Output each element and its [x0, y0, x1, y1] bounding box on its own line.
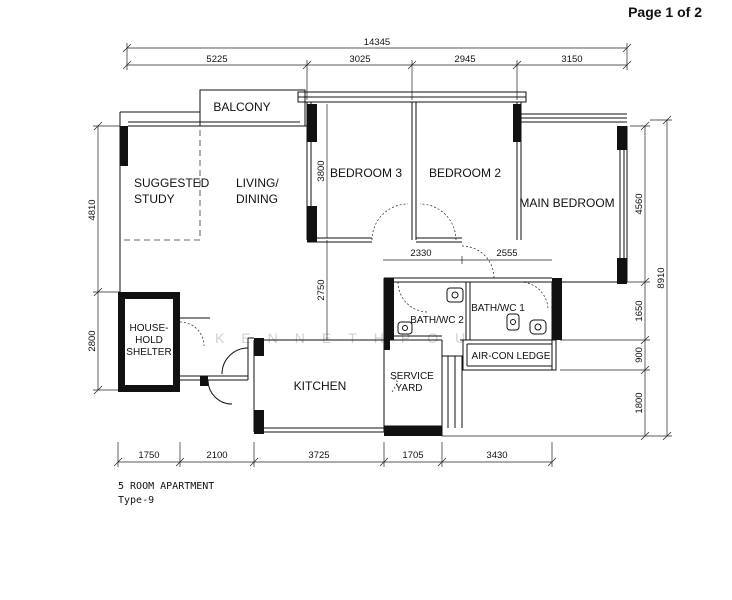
dim-right-2: 1650	[634, 300, 645, 321]
label-shelter-line1: HOUSE-	[130, 323, 169, 334]
label-kitchen: KITCHEN	[294, 379, 347, 393]
dim-overall-width: 14345	[364, 37, 390, 48]
label-balcony: BALCONY	[213, 100, 270, 114]
plan-type: Type-9	[118, 495, 155, 506]
dim-right-1: 4560	[634, 193, 645, 214]
label-service-line2: YARD	[395, 383, 422, 394]
dim-bedroom3-depth: 3800	[316, 160, 327, 181]
dim-bottom-1: 1750	[138, 450, 159, 461]
dim-bottom-5: 3430	[486, 450, 507, 461]
dim-bottom-3: 3725	[308, 450, 329, 461]
dim-right-3: 900	[634, 347, 645, 363]
label-shelter-line2: HOLD	[135, 335, 163, 346]
label-bedroom2: BEDROOM 2	[429, 166, 501, 180]
dim-left-2: 2800	[87, 330, 98, 351]
label-bath2: BATH/WC 2	[410, 315, 464, 326]
dimension-lines	[93, 43, 672, 467]
dim-corridor-depth: 2750	[316, 279, 327, 300]
dim-top-1: 5225	[206, 54, 227, 65]
door-swings	[179, 203, 549, 405]
label-living-line1: LIVING/	[236, 176, 279, 190]
dim-bath2-width: 2330	[410, 248, 431, 259]
plan-title: 5 ROOM APARTMENT	[118, 481, 215, 492]
dim-left-1: 4810	[87, 199, 98, 220]
structural-walls	[118, 104, 627, 436]
label-bedroom3: BEDROOM 3	[330, 166, 402, 180]
dim-top-2: 3025	[349, 54, 370, 65]
room-labels: BALCONY SUGGESTED STUDY LIVING/ DINING B…	[126, 100, 614, 394]
label-bath1: BATH/WC 1	[471, 303, 525, 314]
page-number-label: Page 1 of 2	[628, 4, 702, 20]
label-study-line1: SUGGESTED	[134, 176, 210, 190]
label-main-bedroom: MAIN BEDROOM	[519, 196, 614, 210]
label-shelter-line3: SHELTER	[126, 347, 171, 358]
study-dashed-partition	[124, 130, 201, 241]
label-study-line2: STUDY	[134, 192, 175, 206]
walls	[119, 89, 628, 436]
sanitary-fixtures	[397, 287, 547, 335]
dim-bottom-2: 2100	[206, 450, 227, 461]
dim-bath1-width: 2555	[496, 248, 517, 259]
label-service-line1: SERVICE	[390, 371, 434, 382]
dim-right-4: 1800	[634, 392, 645, 413]
dimension-labels: 14345 5225 3025 2945 3150 1750 2100 3725…	[87, 37, 667, 461]
dim-top-4: 3150	[561, 54, 582, 65]
dim-top-3: 2945	[454, 54, 475, 65]
dim-right-total: 8910	[656, 267, 667, 288]
dim-bottom-4: 1705	[402, 450, 423, 461]
label-living-line2: DINING	[236, 192, 278, 206]
label-aircon-ledge: AIR-CON LEDGE	[472, 351, 551, 362]
